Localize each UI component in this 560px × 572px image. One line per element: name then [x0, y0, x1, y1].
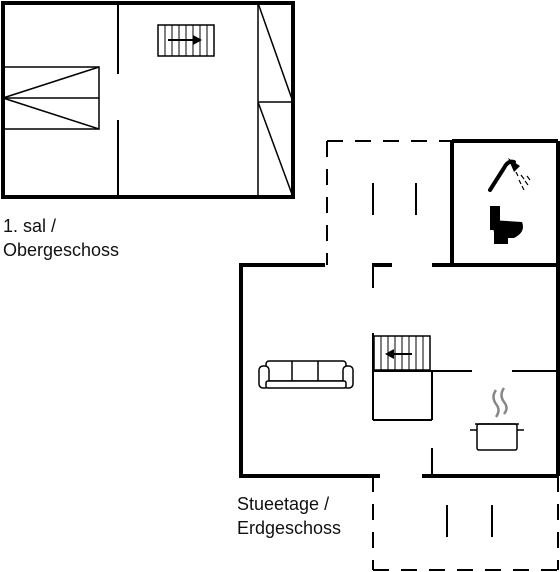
toilet-icon: [490, 206, 523, 244]
ground-floor-label-line2: Erdgeschoss: [237, 518, 342, 538]
upper-roof-diagonal: [257, 2, 294, 103]
terrace-bottom: [372, 476, 559, 571]
cooking-pot-icon: [470, 387, 524, 451]
ground-floor-label-line1: Stueetage /: [237, 494, 330, 514]
upper-floor-label-line1: 1. sal /: [3, 216, 57, 236]
upper-staircase-icon: [157, 24, 215, 57]
upper-floor-plan: [1, 1, 295, 199]
ground-floor-label: Stueetage / Erdgeschoss: [237, 492, 341, 540]
upper-skylight: [2, 66, 100, 130]
terrace-bottom-planks: [446, 505, 493, 537]
sofa-icon: [258, 360, 354, 389]
ground-floor-plan: [239, 139, 560, 571]
upper-floor-label: 1. sal / Obergeschoss: [3, 214, 119, 262]
terrace-top: [326, 140, 452, 265]
ground-staircase-icon: [373, 335, 431, 371]
upper-floor-outer-wall: [1, 1, 295, 199]
upper-roof-diagonal: [257, 101, 294, 198]
shower-icon: [488, 158, 531, 192]
upper-floor-label-line2: Obergeschoss: [3, 240, 120, 260]
ground-floor-outer-wall: [239, 263, 380, 478]
terrace-top-planks: [372, 183, 417, 215]
